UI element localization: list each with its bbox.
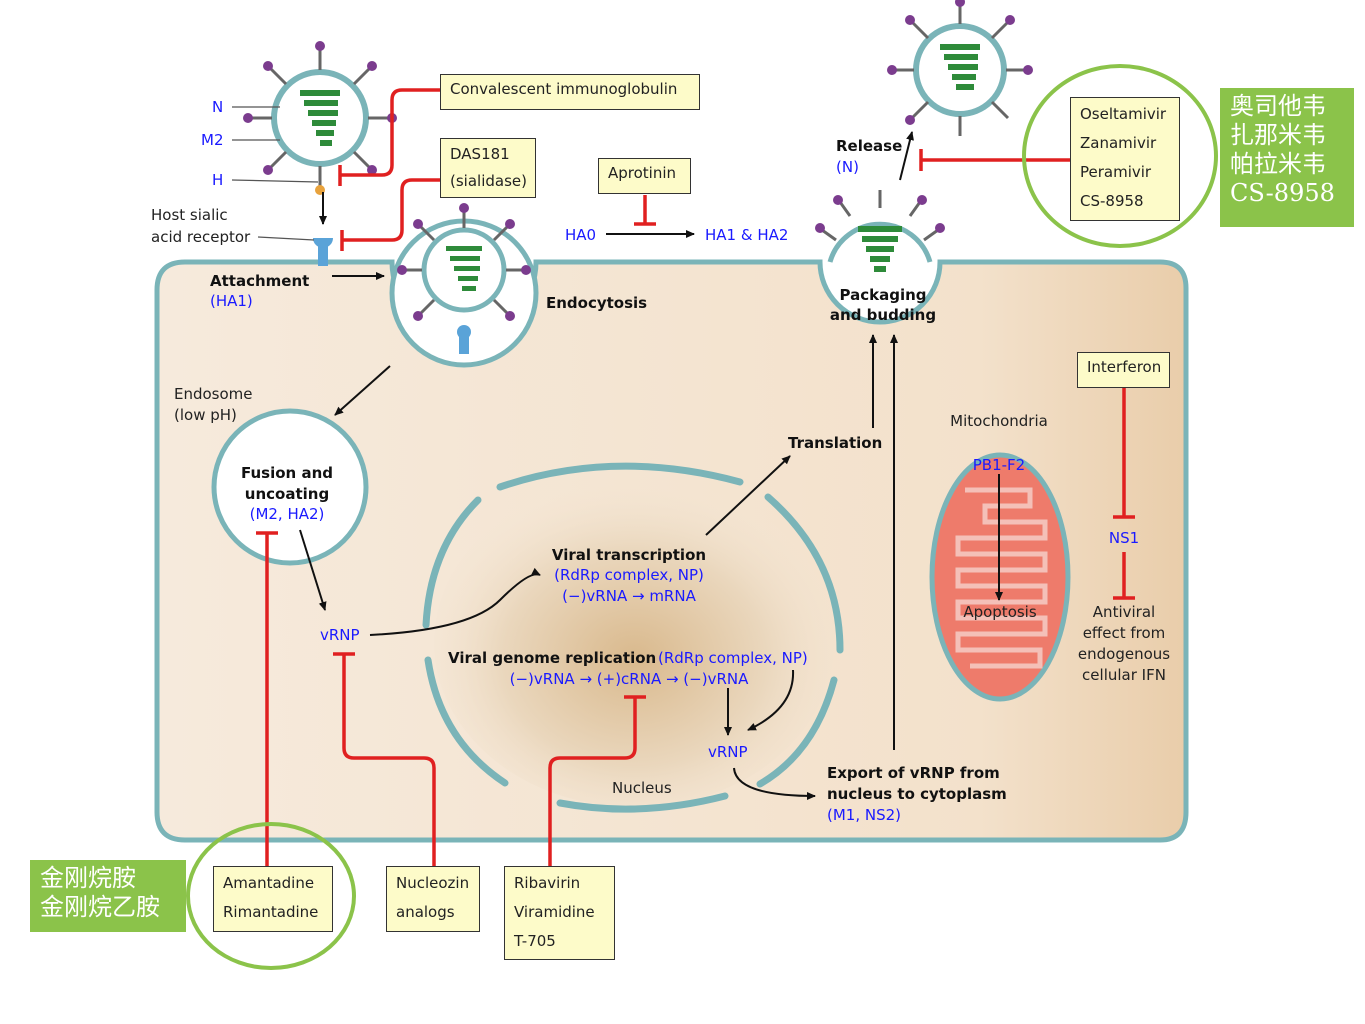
drug-t705: T-705 — [514, 932, 556, 950]
antiviral-line2: effect from — [1083, 624, 1166, 642]
transcription-detail-1: (RdRp complex, NP) — [554, 566, 704, 584]
drug-nucleozin-analogs: analogs — [396, 903, 455, 921]
box-nucleozin: Nucleozin analogs — [386, 866, 480, 932]
cn-zanamivir: 扎那米韦 — [1230, 121, 1326, 149]
process-arrows — [299, 131, 1003, 800]
box-ribavirin: Ribavirin Viramidine T-705 — [504, 866, 615, 960]
cn-oseltamivir: 奥司他韦 — [1230, 92, 1326, 120]
packaging-line2: and budding — [830, 306, 936, 324]
endocytosis-label: Endocytosis — [546, 294, 647, 312]
drug-nucleozin: Nucleozin — [396, 874, 470, 892]
label-h: H — [212, 171, 223, 189]
label-m2: M2 — [201, 131, 224, 149]
translation-label: Translation — [788, 434, 882, 452]
ns1-label: NS1 — [1109, 529, 1139, 547]
inhibition-lines — [256, 88, 1135, 868]
packaging-line1: Packaging — [840, 286, 927, 304]
cn-amantadine: 金刚烷胺 — [40, 864, 136, 892]
fusion-proteins: (M2, HA2) — [250, 505, 325, 523]
release-label: Release — [836, 137, 902, 155]
export-proteins: (M1, NS2) — [827, 806, 901, 824]
drug-das181: DAS181 — [450, 145, 510, 163]
endosome-line2: (low pH) — [174, 406, 237, 424]
highlight-circle-adamantanes — [186, 822, 356, 970]
nucleus-interior — [434, 477, 834, 807]
chinese-label-adamantanes: 金刚烷胺 金刚烷乙胺 — [30, 860, 186, 932]
fusion-line2: uncoating — [245, 485, 329, 503]
drug-convalescent: Convalescent immunoglobulin — [450, 80, 678, 98]
virion-endocytosed — [397, 203, 531, 354]
release-protein: (N) — [836, 158, 859, 176]
export-line2: nucleus to cytoplasm — [827, 785, 1007, 803]
fusion-line1: Fusion and — [241, 464, 333, 482]
nuclear-envelope — [422, 462, 844, 813]
box-aprotinin: Aprotinin — [598, 158, 691, 194]
ha1-ha2-label: HA1 & HA2 — [705, 226, 788, 244]
host-receptor-line2: acid receptor — [151, 228, 251, 246]
vrnp-left: vRNP — [320, 626, 360, 644]
virus-label-leaders — [231, 106, 319, 241]
drug-das181-note: (sialidase) — [450, 172, 527, 190]
box-interferon: Interferon — [1077, 352, 1170, 388]
host-receptor-line1: Host sialic — [151, 206, 228, 224]
virion-top-left — [243, 41, 397, 195]
highlight-circle-neuraminidase — [1022, 64, 1218, 248]
antiviral-line4: cellular IFN — [1082, 666, 1166, 684]
cn-peramivir: 帕拉米韦 — [1230, 150, 1326, 178]
pb1f2-label: PB1-F2 — [973, 456, 1025, 474]
box-das181: DAS181 (sialidase) — [440, 138, 536, 198]
antiviral-line3: endogenous — [1078, 645, 1170, 663]
viral-transcription: Viral transcription — [552, 546, 706, 564]
vrnp-nucleus: vRNP — [708, 743, 748, 761]
nucleus-label: Nucleus — [612, 779, 672, 797]
replication-detail: (−)vRNA → (+)cRNA → (−)vRNA — [510, 670, 749, 688]
antiviral-line1: Antiviral — [1093, 603, 1155, 621]
mitochondria-label: Mitochondria — [950, 412, 1048, 430]
endosome — [211, 408, 369, 566]
drug-interferon: Interferon — [1087, 358, 1162, 376]
box-convalescent-immunoglobulin: Convalescent immunoglobulin — [440, 74, 700, 110]
ha0-label: HA0 — [565, 226, 596, 244]
transcription-detail-2: (−)vRNA → mRNA — [562, 587, 696, 605]
attachment-label: Attachment — [210, 272, 309, 290]
drug-ribavirin: Ribavirin — [514, 874, 581, 892]
apoptosis-label: Apoptosis — [963, 603, 1037, 621]
export-line1: Export of vRNP from — [827, 764, 1000, 782]
endosome-line1: Endosome — [174, 385, 253, 403]
genome-replication: Viral genome replication — [448, 649, 656, 667]
cn-cs8958: CS-8958 — [1230, 179, 1335, 207]
drug-viramidine: Viramidine — [514, 903, 595, 921]
released-virion — [887, 0, 1033, 136]
replication-proteins: (RdRp complex, NP) — [658, 649, 808, 667]
budding-virion — [815, 190, 945, 272]
label-n: N — [212, 98, 223, 116]
host-sialic-receptor — [313, 238, 333, 266]
attachment-protein: (HA1) — [210, 292, 253, 310]
cn-rimantadine: 金刚烷乙胺 — [40, 893, 160, 921]
chinese-label-neuraminidase: 奥司他韦 扎那米韦 帕拉米韦 CS-8958 — [1220, 88, 1354, 227]
drug-aprotinin: Aprotinin — [608, 164, 677, 182]
